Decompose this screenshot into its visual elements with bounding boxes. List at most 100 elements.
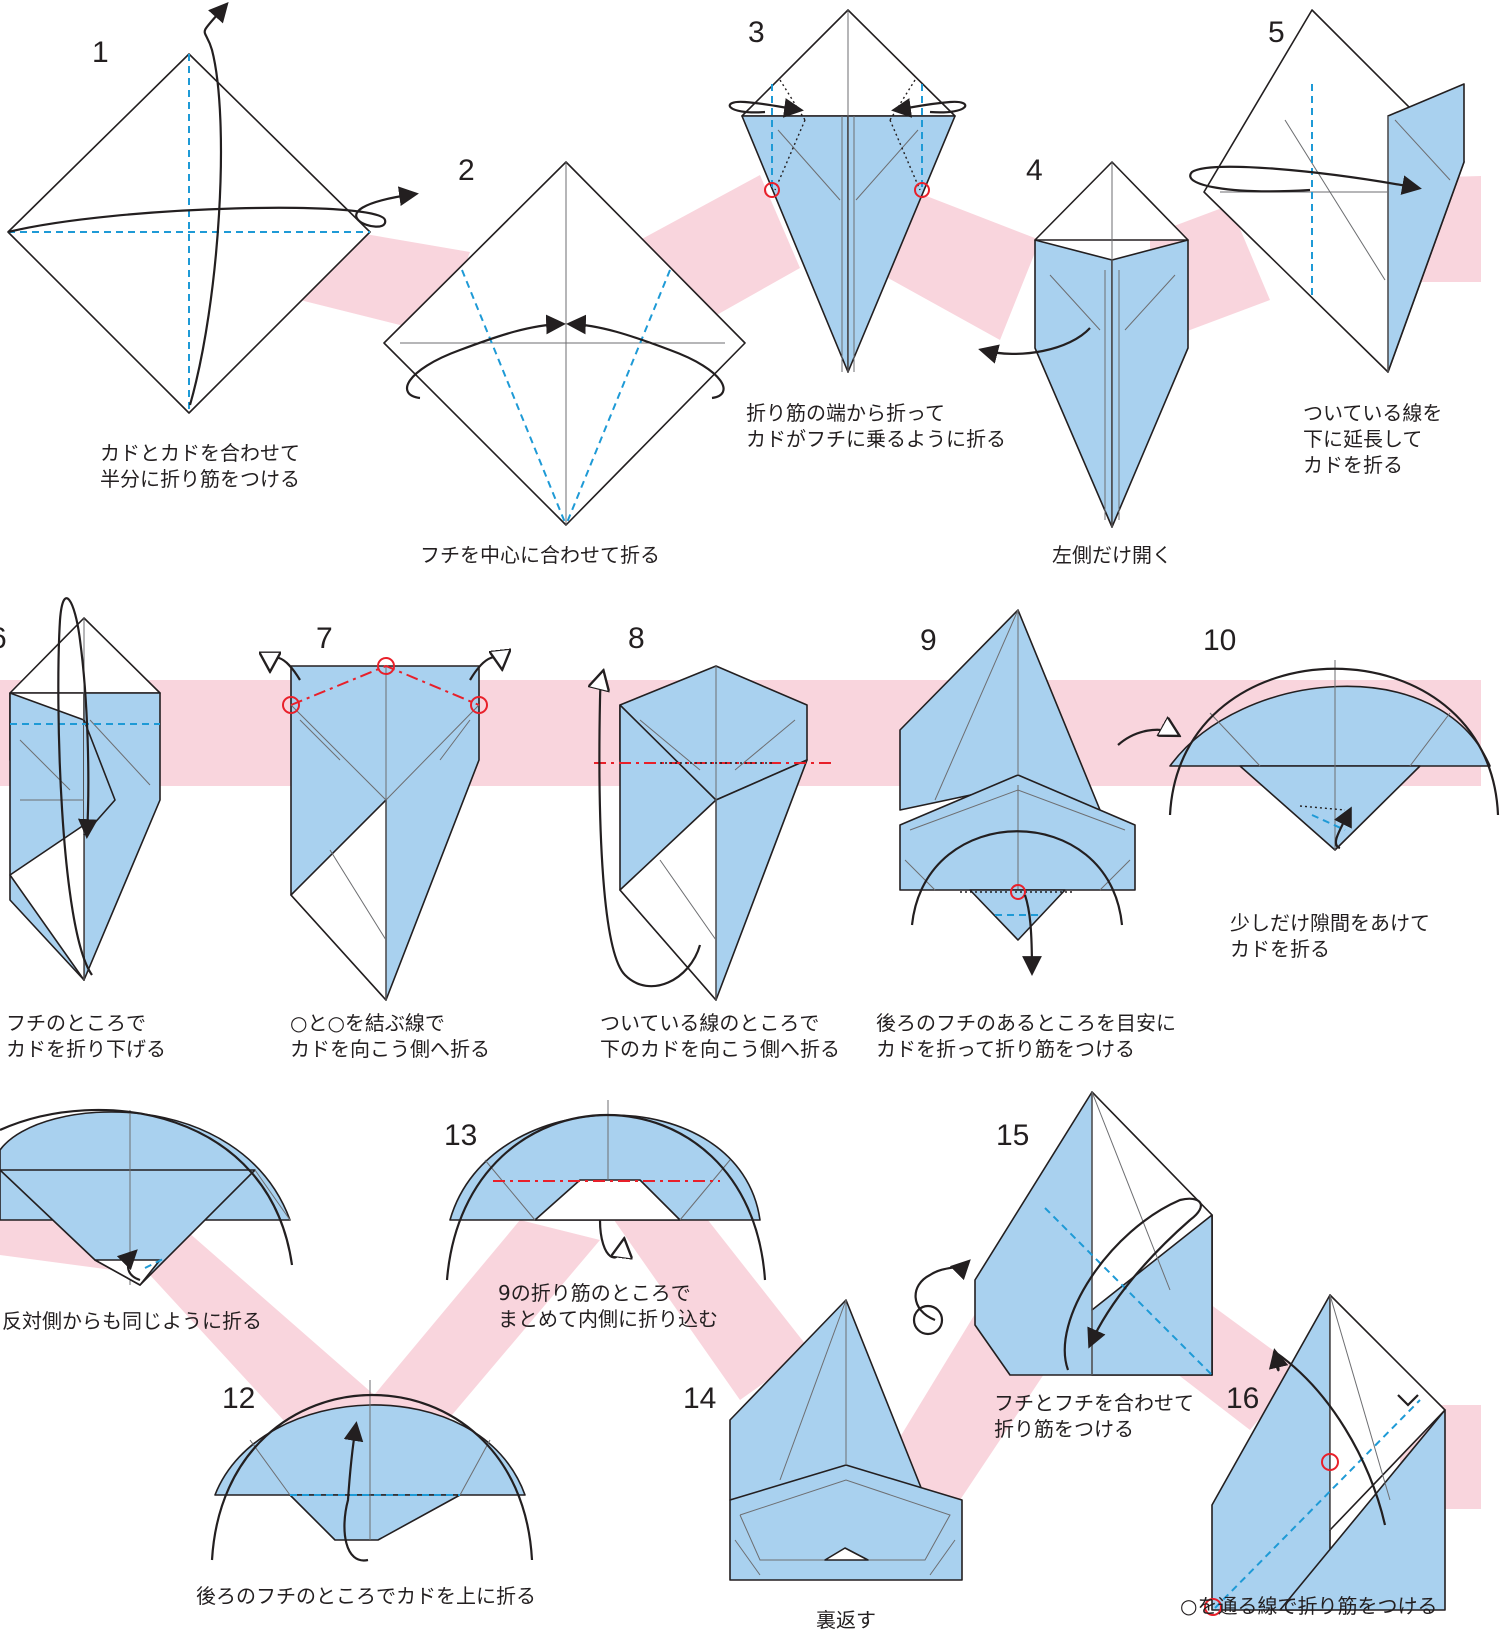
crease-h (904, 859, 936, 891)
crease-d3 (439, 719, 471, 761)
caption-1-line-2: 半分に折り筋をつける (100, 467, 300, 491)
captions: カドとカドを合わせて 半分に折り筋をつける フチを中心に合わせて折る 折り筋の端… (2, 401, 1442, 1630)
bottom-point (969, 889, 1066, 941)
step-16 (1204, 1294, 1446, 1616)
step-number-4: 4 (1026, 154, 1043, 187)
crease-3 (1284, 119, 1386, 281)
caption-3-line-2: カドがフチに乗るように折る (746, 427, 1006, 451)
caption-15-line-1: フチとフチを合わせて (994, 1391, 1194, 1415)
fold-back-arrow (599, 672, 702, 988)
fold-arrow-left (406, 314, 566, 400)
caption-12: 後ろのフチのところでカドを上に折る (196, 1584, 536, 1608)
fold-arrow-left (728, 98, 804, 118)
lower-point (289, 1494, 461, 1541)
crease-right (459, 1439, 491, 1496)
fold-arrow (1189, 165, 1422, 195)
mark-circle-left (764, 182, 780, 198)
crease-b (1124, 274, 1176, 331)
crease-4 (1394, 119, 1451, 181)
step-numbers: 1 2 3 4 5 6 7 8 9 10 11 12 13 14 15 16 (0, 16, 1285, 1415)
step-number-2: 2 (458, 154, 475, 187)
caption-11: 反対側からも同じように折る (2, 1309, 262, 1333)
caption-9-line-1: 後ろのフチのあるところを目安に (876, 1011, 1176, 1035)
crease-right (855, 129, 919, 201)
step-10 (1117, 660, 1500, 851)
fold-in-arrow (598, 1219, 624, 1257)
step-9 (899, 609, 1136, 976)
turn-arrow (1117, 730, 1178, 746)
mountain-fold (290, 664, 480, 706)
crease-left (1209, 712, 1261, 767)
right-flap (83, 692, 161, 981)
caption-13-line-2: まとめて内側に折り込む (498, 1307, 718, 1331)
fan-shape (1169, 685, 1491, 767)
caption-14-line-1: 裏返す (816, 1608, 876, 1630)
crease-d1 (329, 849, 387, 941)
step-number-16: 16 (1226, 1382, 1259, 1415)
caption-6-line-2: カドを折り下げる (6, 1037, 166, 1061)
back-edge-arc (0, 1108, 294, 1266)
step-3 (728, 9, 967, 373)
back-edge-arc (910, 830, 1124, 926)
step-14 (729, 1299, 963, 1581)
crease-d1 (639, 719, 701, 771)
step-number-7: 7 (316, 622, 333, 655)
fold-arrow-right (566, 314, 725, 400)
mark-circle-right (470, 696, 488, 714)
crease-d2 (89, 719, 151, 786)
tall-point (899, 609, 1101, 811)
caption-16: ○を通る線で折り筋をつける (1180, 1594, 1437, 1618)
caption-5-line-2: 下に延長して (1303, 427, 1422, 451)
fold-arrow-right (891, 98, 967, 118)
caption-7-line-1: ○と○を結ぶ線で (290, 1011, 445, 1035)
valley-fold-left (461, 269, 567, 526)
band-13-14 (600, 1200, 810, 1400)
crease-d1 (779, 1299, 847, 1481)
step-12 (210, 1380, 534, 1562)
step-13 (445, 1100, 767, 1281)
caption-2: フチを中心に合わせて折る (420, 543, 660, 567)
right-side (1111, 239, 1189, 528)
caption-7-line-2: カドを向こう側へ折る (290, 1037, 490, 1061)
caption-13-line-1: 9の折り筋のところで (498, 1281, 691, 1305)
caption-10-line-1: 少しだけ隙間をあけて (1230, 911, 1430, 935)
crease-left (777, 129, 841, 201)
caption-9-line-2: カドを折って折り筋をつける (876, 1037, 1135, 1061)
mark-circle-top (377, 657, 395, 675)
fold-arrow (116, 1249, 141, 1282)
fold-arrow (1334, 806, 1352, 850)
caption-8-line-1: ついている線のところで (600, 1011, 819, 1035)
turn-over-circle (914, 1259, 971, 1322)
fold-arrow-up (188, 2, 229, 406)
caption-15: フチとフチを合わせて 折り筋をつける (994, 1391, 1200, 1441)
caption-10: 少しだけ隙間をあけて カドを折る (1230, 911, 1436, 961)
center-window (534, 1179, 681, 1221)
valley-fold-right (565, 269, 671, 526)
valley-fold (144, 1257, 166, 1269)
crease-d (1329, 1294, 1391, 1501)
mark-circle-right (914, 182, 930, 198)
mark-circle-left (282, 696, 300, 714)
crease-d2 (299, 719, 341, 761)
step-number-5: 5 (1268, 16, 1285, 49)
step-number-12: 12 (222, 1382, 255, 1415)
fold-arrow (1022, 894, 1042, 976)
fold-arrow (1063, 1197, 1202, 1371)
caption-14: 裏返す (816, 1608, 876, 1630)
step-number-1: 1 (92, 36, 109, 69)
step-number-10: 10 (1203, 624, 1236, 657)
fold-arrow (1268, 1348, 1387, 1526)
caption-1-line-1: カドとカドを合わせて (100, 441, 300, 465)
fold-back-arrow-left (270, 658, 301, 681)
fold-back-arrow-right (469, 657, 502, 681)
crease-h2 (1099, 859, 1131, 891)
caption-8: ついている線のところで 下のカドを向こう側へ折る (600, 1011, 840, 1061)
back-edge-arc (1168, 667, 1500, 816)
caption-5-line-1: ついている線を (1303, 401, 1442, 425)
fold-up-arrow (343, 1421, 369, 1562)
crease-d3 (659, 859, 717, 941)
fold-arrow-right (7, 186, 419, 234)
caption-1: カドとカドを合わせて 半分に折り筋をつける (100, 441, 306, 491)
bottom-window (824, 1547, 869, 1561)
fold-down-arrow (57, 597, 98, 976)
